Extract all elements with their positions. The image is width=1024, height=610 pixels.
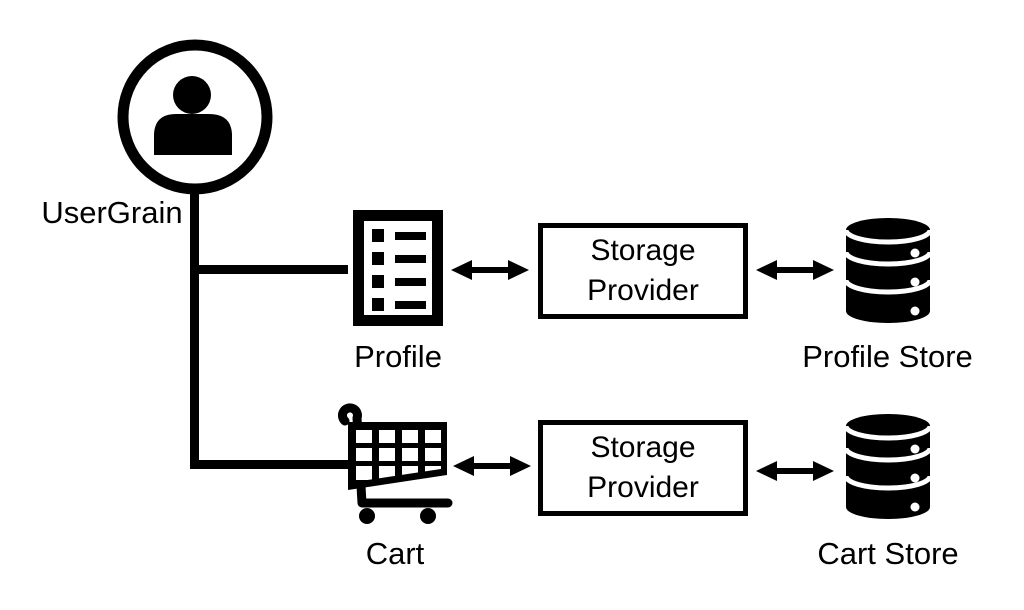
connector-vertical-trunk — [190, 186, 199, 469]
storage-provider-line2: Provider — [587, 274, 699, 307]
double-arrow-provider-profilestore-icon — [756, 260, 834, 280]
storage-provider-line1: Storage — [590, 234, 696, 267]
usergrain-label: UserGrain — [41, 195, 183, 230]
person-body — [154, 114, 232, 155]
connector-branch-cart — [190, 460, 348, 469]
person-circle-icon — [117, 39, 273, 195]
database-icon-profile-store — [845, 218, 931, 323]
storage-provider-box-profile: Storage Provider — [538, 223, 748, 319]
storage-provider-line1: Storage — [590, 431, 696, 464]
double-arrow-profile-provider-icon — [451, 260, 529, 280]
cart-node-label: Cart — [365, 536, 425, 571]
shopping-cart-icon — [338, 403, 453, 524]
double-arrow-cart-provider-icon — [453, 456, 531, 476]
profile-node-label: Profile — [354, 339, 442, 374]
connector-branch-profile — [190, 265, 348, 274]
storage-provider-box-cart: Storage Provider — [538, 420, 748, 516]
cart-store-label: Cart Store — [817, 536, 959, 571]
list-document-icon — [353, 210, 443, 326]
database-icon-cart-store — [845, 414, 931, 519]
person-head — [173, 76, 211, 114]
storage-provider-line2: Provider — [587, 471, 699, 504]
double-arrow-provider-cartstore-icon — [756, 461, 834, 481]
profile-store-label: Profile Store — [802, 339, 973, 374]
